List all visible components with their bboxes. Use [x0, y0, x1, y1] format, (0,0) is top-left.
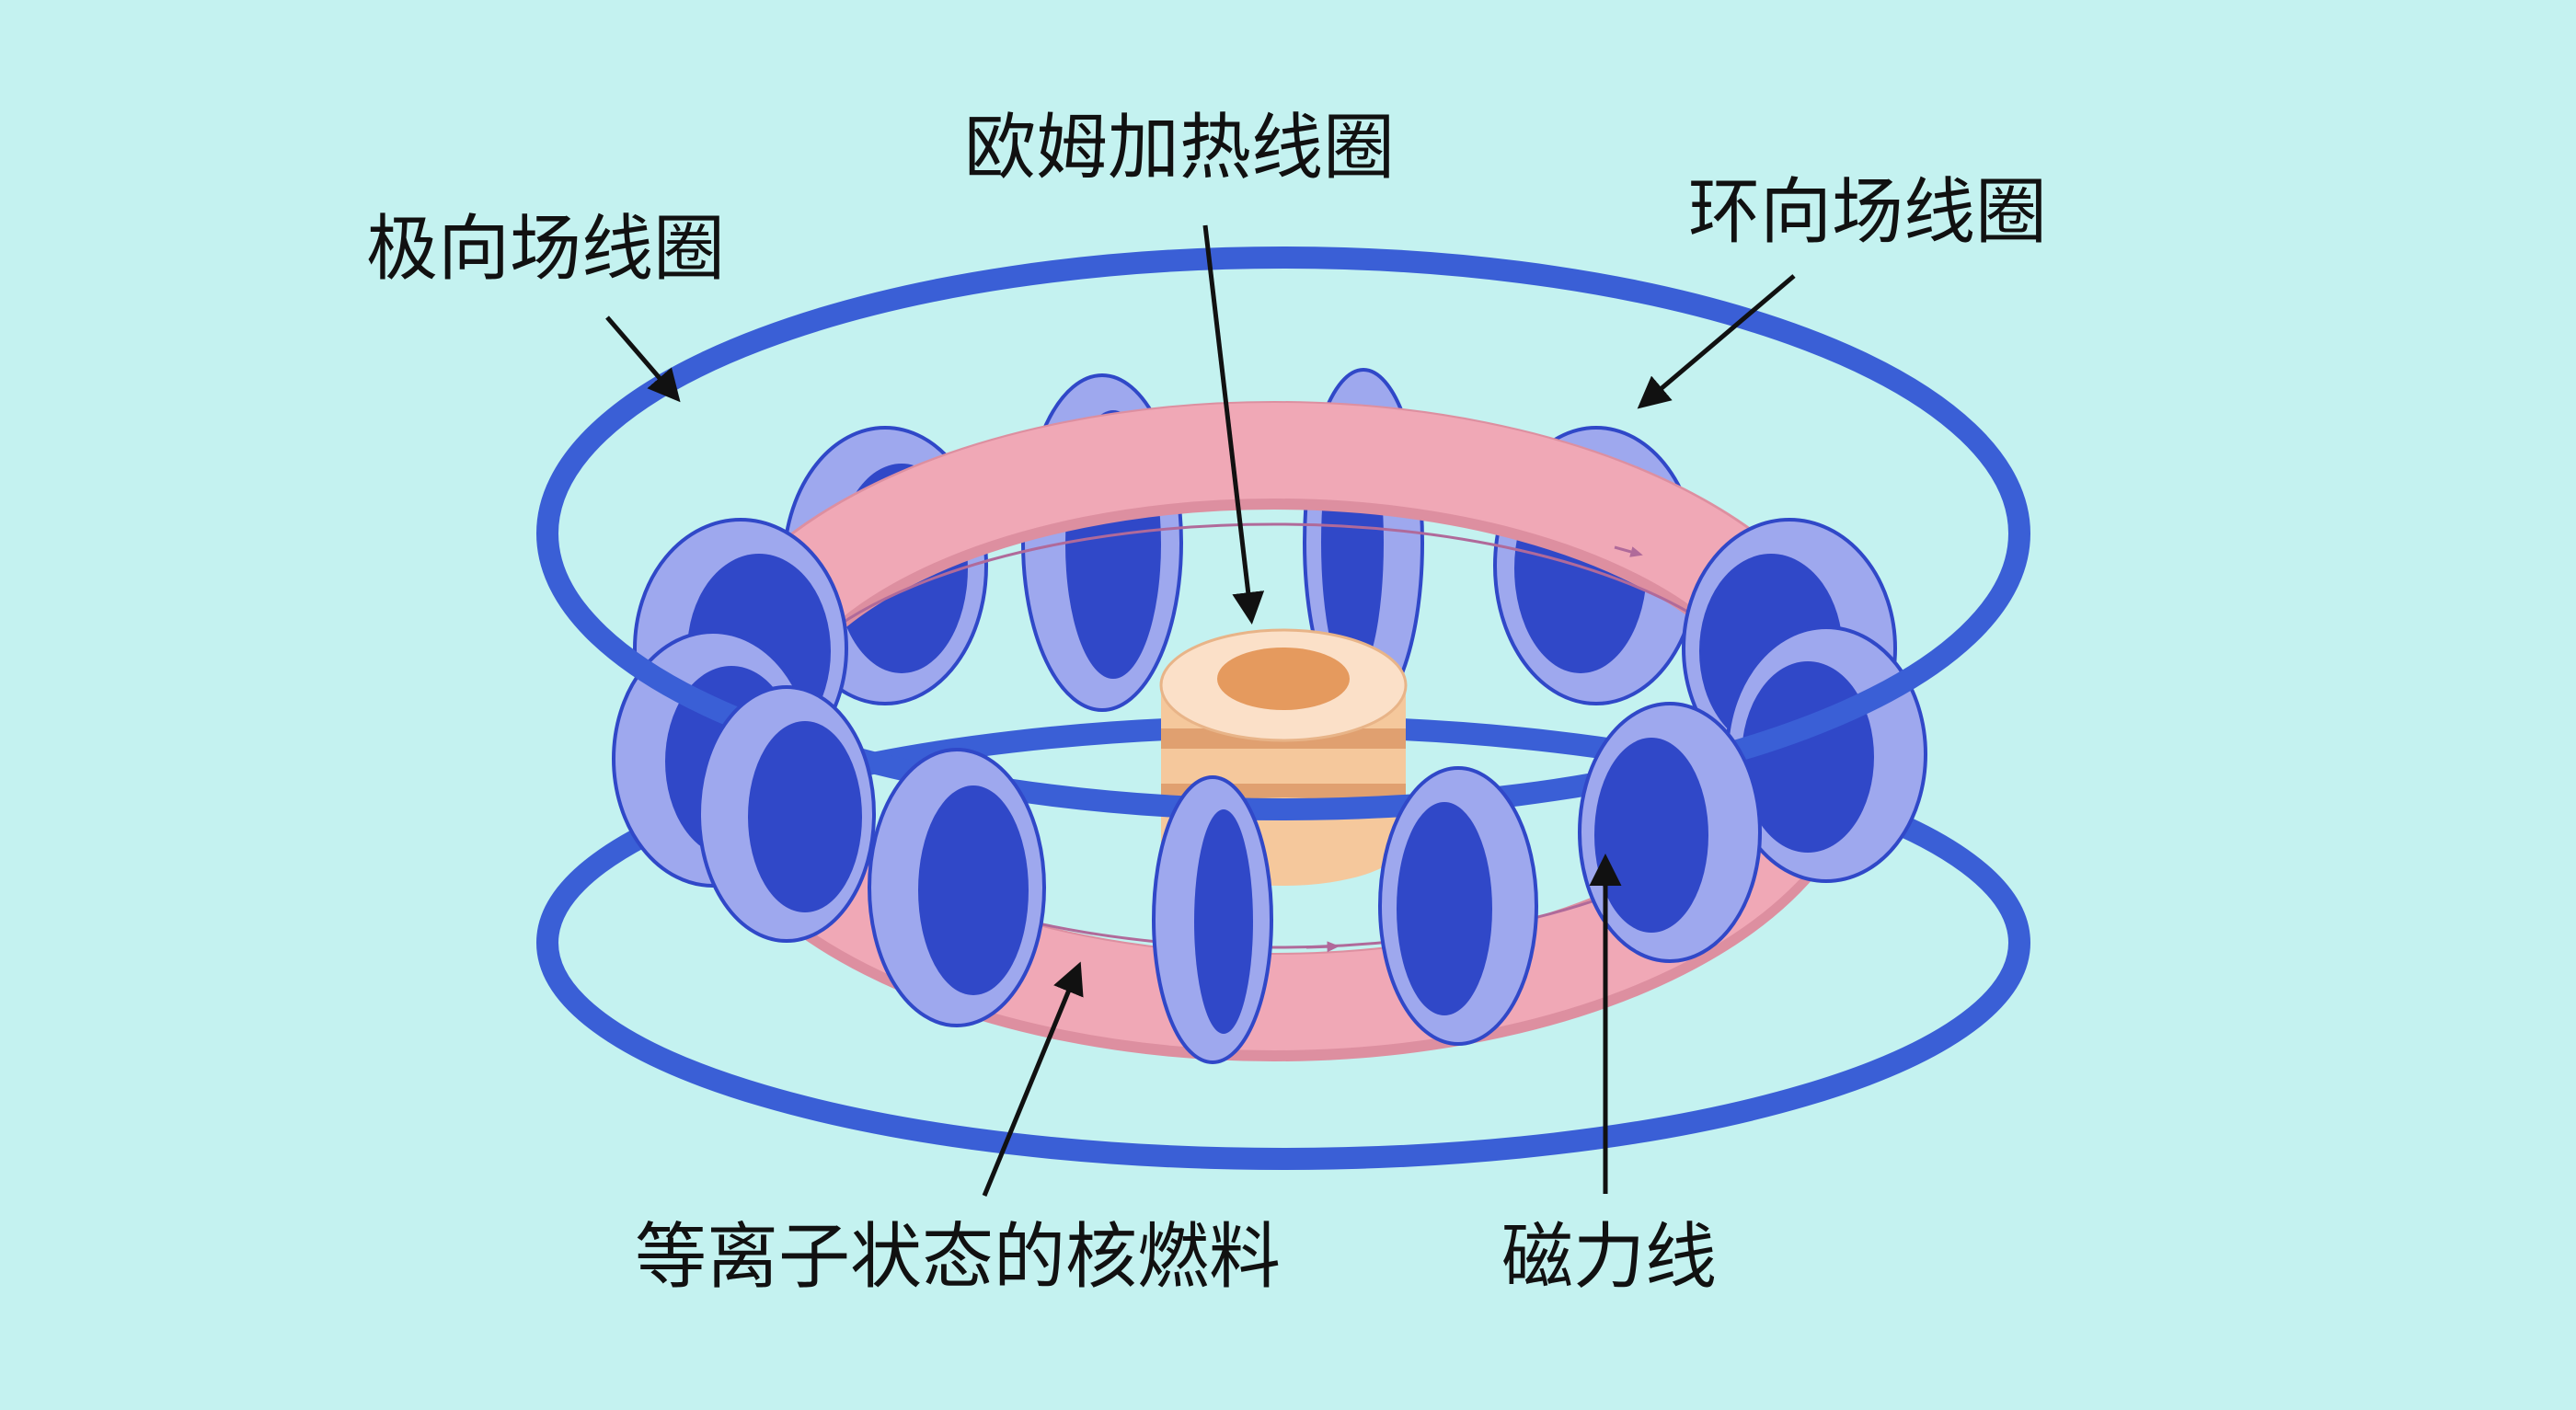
- toroidal-coil: [1578, 702, 1762, 963]
- label-ohmic-heating-coil: 欧姆加热线圈: [964, 107, 1396, 189]
- label-plasma-fuel: 等离子状态的核燃料: [635, 1216, 1282, 1299]
- toroidal-coil: [697, 685, 876, 943]
- arrow-plasma-fuel: [982, 961, 1084, 1197]
- arrow-toroidal-field-coil: [1637, 274, 1796, 409]
- poloidal-coil-upper: [536, 246, 2030, 820]
- arrow-poloidal-field-coil: [605, 315, 681, 403]
- pointer-arrows: [605, 224, 1796, 1197]
- field-line-arrow: [1614, 545, 1643, 557]
- toroidal-coil: [1152, 775, 1273, 1064]
- toroidal-coils-front: [697, 685, 1762, 1064]
- toroidal-coil: [868, 748, 1046, 1027]
- arrow-ohmic-heating-coil: [1202, 224, 1265, 625]
- label-poloidal-field-coil: 极向场线圈: [366, 208, 726, 291]
- label-toroidal-field-coil: 环向场线圈: [1688, 171, 2048, 254]
- field-line-arrow: [1305, 941, 1340, 953]
- label-magnetic-field-line: 磁力线: [1501, 1216, 1718, 1299]
- toroidal-coil: [1378, 766, 1538, 1046]
